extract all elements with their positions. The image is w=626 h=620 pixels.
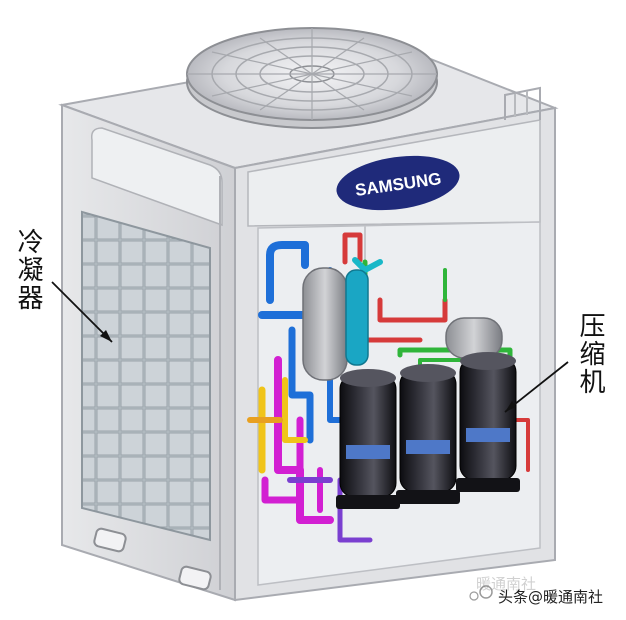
pipe-network: [247, 232, 530, 543]
watermark-emblem: [469, 585, 493, 601]
arrow-icon: [51, 281, 113, 343]
oil-separator-tank: [345, 269, 369, 366]
compressor-icon: [456, 352, 520, 492]
watermark-background-text: 暖通南社: [476, 575, 537, 593]
watermark-text: 头条@暖通南社: [498, 588, 604, 606]
samsung-logo: SAMSUNG: [336, 155, 460, 211]
condenser-coil-icon: [81, 210, 211, 542]
accumulator-tank: [302, 267, 348, 381]
handle-right: [178, 565, 212, 591]
left-frame-panel: [90, 127, 223, 227]
receiver-tank: [445, 317, 503, 359]
arrow-icon: [504, 361, 569, 413]
fan-icon: [186, 27, 438, 129]
compressor-icon: [336, 369, 400, 509]
condenser-label: 冷凝器: [13, 228, 43, 312]
compressor-icon: [396, 364, 460, 504]
compressor-label: 压缩机: [575, 312, 605, 396]
handle-left: [93, 527, 127, 553]
